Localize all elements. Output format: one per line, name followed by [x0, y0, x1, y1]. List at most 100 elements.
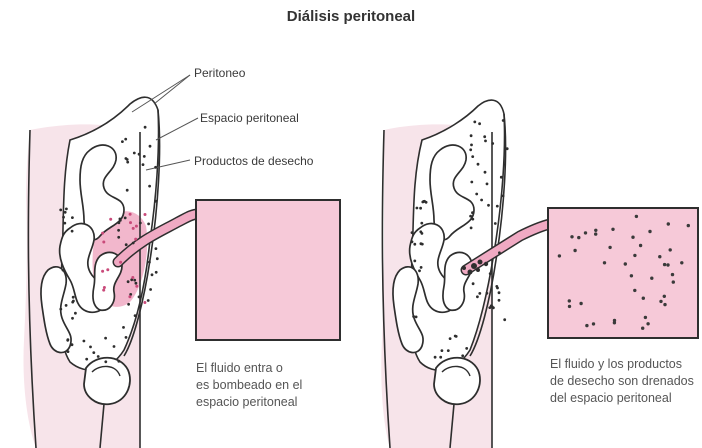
stipple-dot — [109, 218, 112, 221]
stipple-dot — [420, 242, 423, 245]
stipple-dot — [89, 346, 92, 349]
stipple-dot — [416, 207, 419, 210]
stipple-dot — [476, 295, 479, 298]
stipple-dot — [667, 222, 670, 225]
stipple-dot — [113, 345, 116, 348]
stipple-dot — [151, 273, 154, 276]
stipple-dot — [478, 292, 481, 295]
stipple-dot — [650, 277, 653, 280]
stipple-dot — [147, 299, 150, 302]
stipple-dot — [592, 322, 595, 325]
stipple-dot — [74, 312, 77, 315]
stipple-dot — [135, 282, 138, 285]
stipple-dot — [584, 231, 587, 234]
stipple-dot — [447, 349, 450, 352]
stipple-dot — [143, 155, 146, 158]
stipple-dot — [470, 227, 473, 230]
stipple-dot — [473, 121, 476, 124]
stipple-dot — [502, 119, 505, 122]
stipple-dot — [646, 322, 649, 325]
stipple-dot — [104, 360, 107, 363]
stipple-dot — [103, 286, 106, 289]
stipple-dot — [594, 232, 597, 235]
stipple-dot — [570, 235, 573, 238]
label-productos-desecho: Productos de desecho — [194, 154, 313, 168]
stipple-dot — [102, 289, 105, 292]
stipple-dot — [156, 257, 159, 260]
stipple-dot — [477, 163, 480, 166]
stipple-dot — [671, 273, 674, 276]
stipple-dot — [125, 243, 128, 246]
stipple-dot — [411, 240, 414, 243]
stipple-dot — [122, 326, 125, 329]
left-bladder — [84, 358, 130, 405]
stipple-dot — [147, 223, 150, 226]
stipple-dot — [465, 347, 468, 350]
stipple-dot — [470, 181, 473, 184]
stipple-dot — [154, 200, 157, 203]
stipple-dot — [117, 229, 120, 232]
stipple-dot — [101, 232, 104, 235]
stipple-dot — [579, 302, 582, 305]
stipple-dot — [633, 254, 636, 257]
label-espacio-peritoneal: Espacio peritoneal — [200, 111, 299, 125]
stipple-dot — [506, 147, 509, 150]
stipple-dot — [471, 155, 474, 158]
stipple-dot — [573, 249, 576, 252]
stipple-dot — [134, 314, 137, 317]
stipple-dot — [611, 228, 614, 231]
stipple-dot — [413, 260, 416, 263]
stipple-dot — [415, 316, 418, 319]
stipple-dot — [608, 246, 611, 249]
stipple-dot — [418, 269, 421, 272]
stipple-dot — [663, 303, 666, 306]
stipple-dot — [97, 355, 100, 358]
stipple-dot — [631, 236, 634, 239]
stipple-dot — [475, 193, 478, 196]
stipple-dot — [441, 349, 444, 352]
stipple-dot — [624, 262, 627, 265]
stipple-dot — [133, 279, 136, 282]
stipple-dot — [149, 145, 152, 148]
stipple-dot — [500, 176, 503, 179]
caption-right: El fluido y los productos de desecho son… — [550, 356, 694, 407]
stipple-dot — [121, 140, 124, 143]
stipple-dot — [117, 360, 120, 363]
stipple-dot — [495, 285, 498, 288]
stipple-dot — [663, 263, 666, 266]
stipple-dot — [106, 268, 109, 271]
stipple-dot — [155, 247, 158, 250]
stipple-dot — [102, 241, 105, 244]
stipple-dot — [469, 148, 472, 151]
stipple-dot — [642, 297, 645, 300]
stipple-dot — [125, 157, 128, 160]
stipple-dot — [480, 199, 483, 202]
stipple-dot — [138, 153, 141, 156]
stipple-dot — [62, 269, 65, 272]
stipple-dot — [72, 300, 75, 303]
stipple-dot — [126, 161, 129, 164]
stipple-dot — [104, 337, 107, 340]
stipple-dot — [502, 195, 505, 198]
stipple-dot — [125, 336, 128, 339]
stipple-dot — [420, 222, 423, 225]
stipple-dot — [644, 316, 647, 319]
stipple-dot — [139, 222, 142, 225]
stipple-dot — [71, 317, 74, 320]
stipple-dot — [144, 126, 147, 129]
stipple-dot — [117, 236, 120, 239]
stipple-dot — [633, 289, 636, 292]
stipple-dot — [72, 296, 75, 299]
stipple-dot — [419, 230, 422, 233]
stipple-dot — [658, 255, 661, 258]
stipple-dot — [630, 274, 633, 277]
stipple-dot — [144, 213, 147, 216]
stipple-dot — [461, 354, 464, 357]
stipple-dot — [63, 222, 66, 225]
stipple-dot — [488, 306, 491, 309]
stipple-dot — [138, 296, 141, 299]
left-dialysis-bag — [196, 200, 340, 340]
right-bladder — [434, 358, 480, 405]
stipple-dot — [83, 340, 86, 343]
stipple-dot — [594, 229, 597, 232]
